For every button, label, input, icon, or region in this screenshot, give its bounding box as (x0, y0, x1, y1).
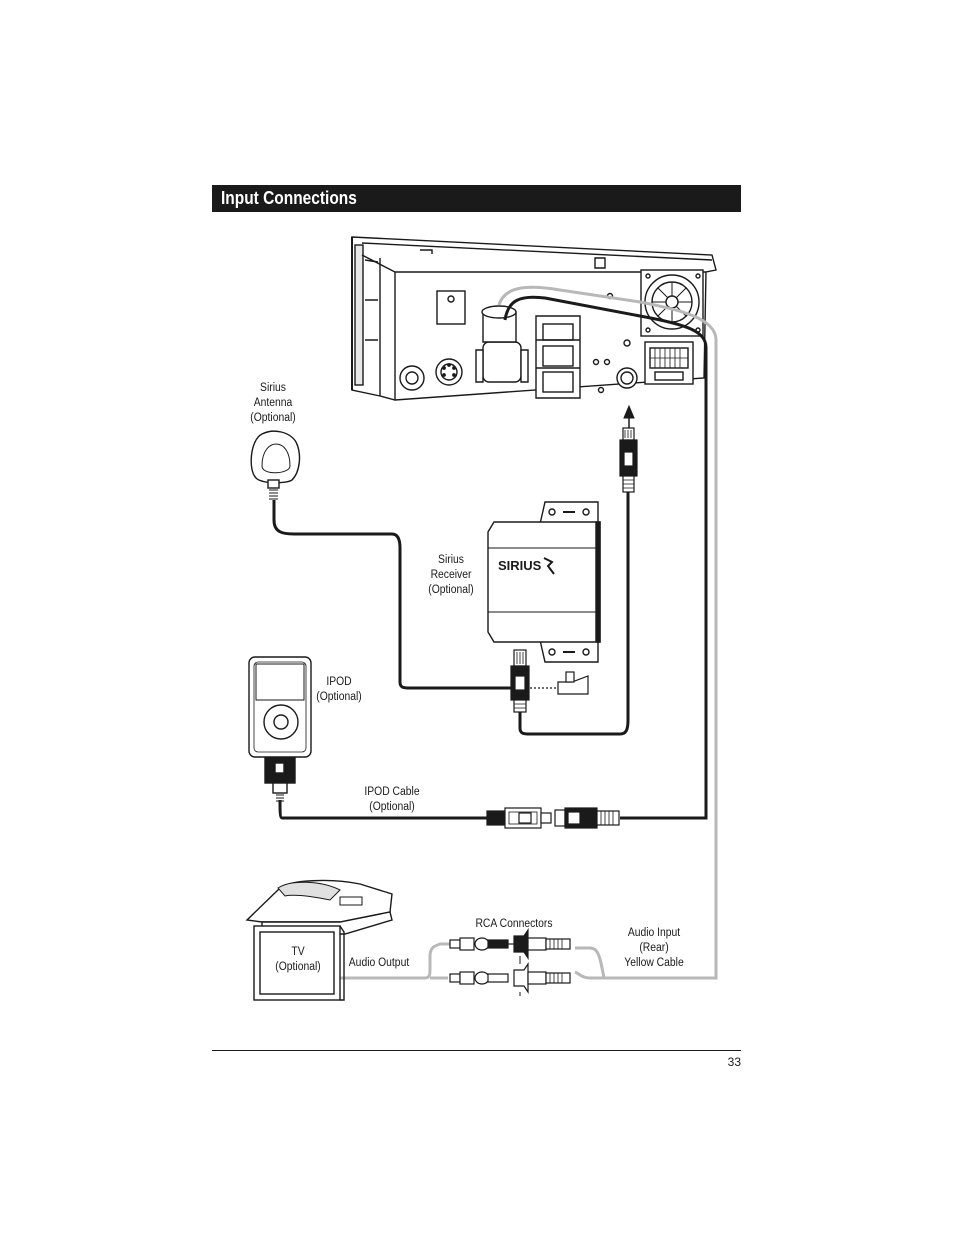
tv-monitor (245, 879, 393, 1001)
receiver-cable (518, 492, 630, 736)
receiver-output-plug (510, 649, 589, 713)
label-ipod: IPOD (Optional) (316, 676, 362, 703)
label-ipod-cable: IPOD Cable (Optional) (364, 786, 420, 813)
sirius-receiver (487, 501, 601, 663)
label-audio-output: Audio Output (348, 957, 410, 969)
audio-input-cable (497, 285, 718, 980)
sirius-logo: SIRIUS (498, 558, 542, 573)
ipod-cable-line (503, 295, 708, 820)
head-unit (351, 236, 717, 401)
section-title: Input Connections (221, 188, 357, 208)
label-tv: TV (Optional) (275, 946, 321, 973)
section-header: Input Connections (212, 185, 741, 212)
receiver-plug (619, 427, 638, 493)
label-audio-input: Audio Input (Rear) Yellow Cable (624, 927, 684, 969)
sirius-antenna (250, 430, 301, 500)
page-number: 33 (727, 1055, 741, 1069)
rca-connectors (449, 928, 571, 996)
antenna-cable (272, 500, 512, 690)
arrow-up (623, 404, 635, 428)
footer-rule (212, 1050, 741, 1051)
ipod-cable-connector (486, 807, 620, 829)
label-sirius-receiver: Sirius Receiver (Optional) (428, 554, 474, 596)
audio-output-cable (338, 942, 450, 980)
label-sirius-antenna: Sirius Antenna (Optional) (250, 382, 296, 424)
ipod (248, 656, 312, 802)
label-rca-connectors: RCA Connectors (475, 918, 553, 930)
